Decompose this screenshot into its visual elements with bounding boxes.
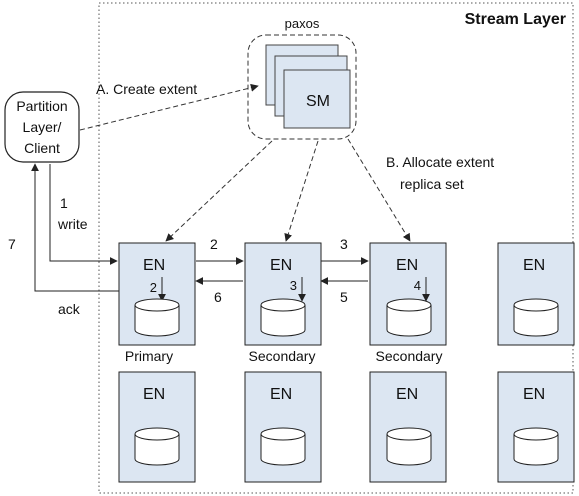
sm-to-secondary2-arrow [347, 138, 411, 242]
disk-icon [513, 298, 559, 337]
disk-step-label: 4 [414, 278, 421, 293]
disk-icon [513, 427, 559, 466]
client-label-line3: Client [24, 140, 60, 156]
step-3-label: 3 [340, 236, 348, 252]
en-label: EN [396, 257, 418, 274]
step-2-label: 2 [210, 236, 218, 252]
role-primary: Primary [125, 348, 173, 364]
client-box [4, 91, 80, 163]
en-node-secondary-2: EN 4 [369, 242, 447, 346]
disk-icon [386, 298, 432, 337]
step-5-label: 5 [340, 289, 348, 305]
disk-icon [134, 298, 180, 337]
en-label: EN [270, 257, 292, 274]
step-6-label: 6 [214, 289, 222, 305]
write-step-label: write [57, 216, 88, 232]
en-node-idle-4: EN [369, 371, 447, 483]
disk-step-label: 3 [290, 278, 297, 293]
stream-layer-title: Stream Layer [465, 11, 566, 28]
sm-label: SM [306, 93, 330, 110]
write-arrow [49, 164, 118, 265]
paxos-label: paxos [285, 16, 320, 31]
en-label: EN [270, 386, 292, 403]
en-node-idle-3: EN [244, 371, 322, 483]
allocate-label-line1: B. Allocate extent [386, 154, 494, 170]
en-label: EN [523, 386, 545, 403]
ack-step-label: ack [58, 301, 81, 317]
ack-step-number: 7 [8, 236, 16, 252]
en-node-secondary-1: EN 3 [244, 242, 322, 346]
stream-layer-boundary [98, 2, 574, 494]
en-node-idle-5: EN [497, 371, 575, 483]
disk-icon [386, 427, 432, 466]
en-label: EN [523, 257, 545, 274]
ack-arrow [31, 163, 119, 292]
sm-box [283, 69, 351, 129]
client-label-line2: Layer/ [23, 119, 62, 135]
en-label: EN [143, 257, 165, 274]
sm-to-primary-arrow [165, 140, 273, 242]
en-label: EN [396, 386, 418, 403]
disk-icon [134, 427, 180, 466]
client-label-line1: Partition [16, 98, 67, 114]
write-step-number: 1 [60, 195, 68, 211]
role-secondary-2: Secondary [376, 348, 443, 364]
allocate-label-line2: replica set [400, 176, 464, 192]
en-node-idle-2: EN [118, 371, 196, 483]
disk-step-label: 2 [150, 280, 157, 295]
paxos-group-boundary [247, 34, 357, 140]
en-label: EN [143, 386, 165, 403]
disk-icon [260, 427, 306, 466]
disk-icon [260, 298, 306, 337]
create-extent-label: A. Create extent [96, 81, 197, 97]
en-node-primary: EN 2 [118, 242, 196, 346]
role-secondary-1: Secondary [249, 348, 316, 364]
create-extent-arrow [79, 83, 259, 131]
en-node-idle-1: EN [497, 242, 575, 346]
sm-to-secondary1-arrow [284, 140, 319, 242]
